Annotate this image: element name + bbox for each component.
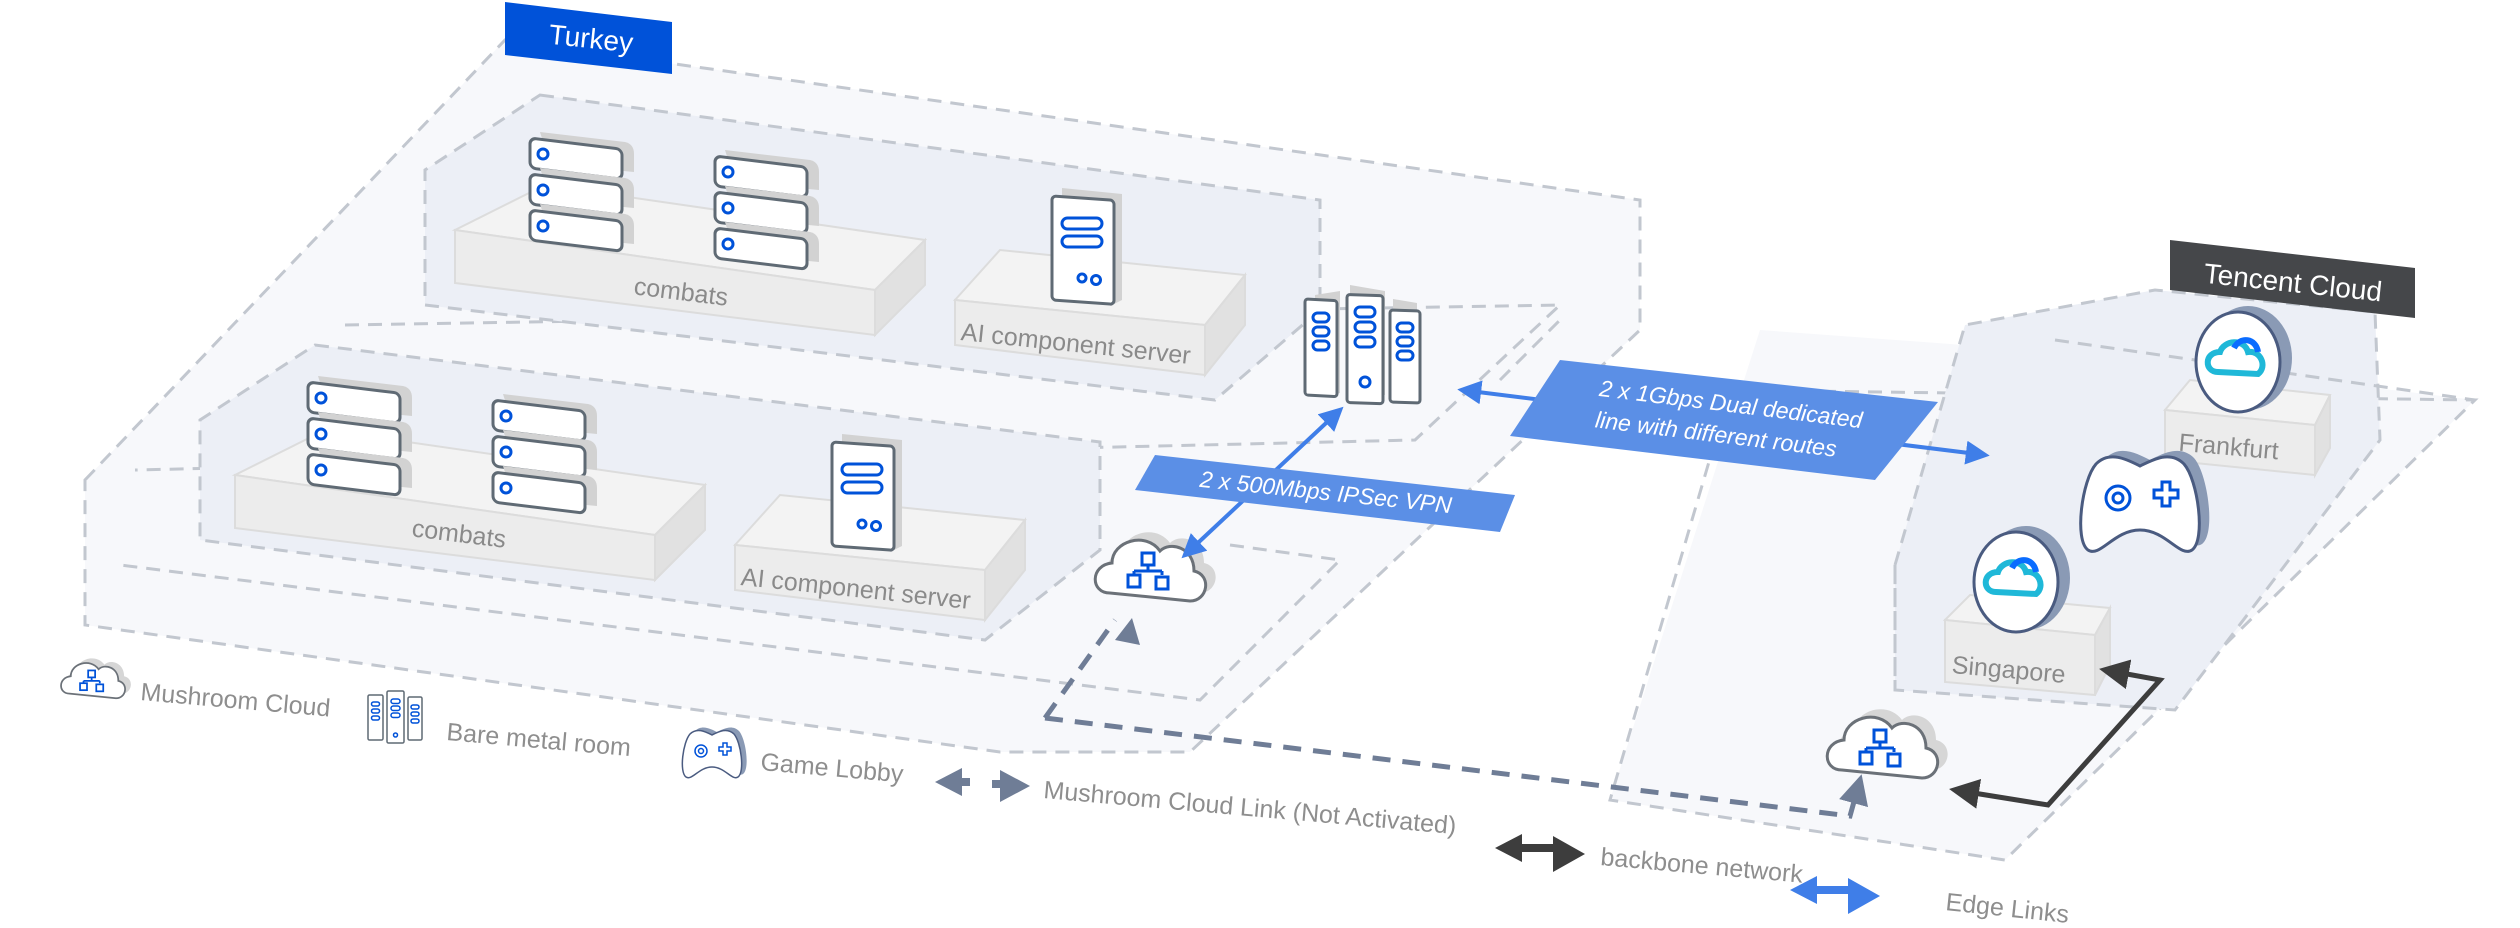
tencent-inner-border <box>1893 288 2382 712</box>
game-lobby-icon <box>681 726 748 779</box>
legend-item-mushroom-cloud-link: Mushroom Cloud Link (Not Activated) <box>935 768 1457 840</box>
room-1: combats AI component server <box>451 132 1247 378</box>
edge-arrow-icon <box>1790 876 1880 914</box>
bare-metal-room-icon <box>367 690 423 744</box>
legend-label: Mushroom Cloud <box>139 678 331 722</box>
ai-server-platform: AI component server <box>952 248 1247 378</box>
combats-rack-2 <box>493 394 597 513</box>
ai-server-icon <box>1050 186 1124 306</box>
legend-label: Edge Links <box>1944 888 2070 928</box>
dedicated-line-label: 2 x 1Gbps Dual dedicated line with diffe… <box>1510 360 1938 480</box>
backbone-arrow-icon <box>1495 834 1585 872</box>
legend-label: Game Lobby <box>759 748 905 788</box>
frankfurt-node: Frankfurt <box>2163 306 2332 479</box>
dashed-arrow-icon <box>935 768 1030 802</box>
legend-item-edge-links: Edge Links <box>1790 876 2070 928</box>
legend-label: Bare metal room <box>445 718 632 762</box>
bare-metal-room-icon <box>1303 285 1422 406</box>
backbone-link <box>1949 659 2165 809</box>
legend-label: Mushroom Cloud Link (Not Activated) <box>1042 776 1457 840</box>
room-1-border <box>423 93 1322 402</box>
room-2-border <box>198 343 1102 642</box>
mushroom-cloud-link <box>1042 618 1860 819</box>
legend-item-backbone: backbone network <box>1495 834 1805 889</box>
legend-label: backbone network <box>1599 843 1804 889</box>
ai-server-icon <box>830 432 904 552</box>
legend-item-game-lobby: Game Lobby <box>681 726 905 788</box>
mushroom-cloud-icon <box>60 657 132 700</box>
tencent-tag: Tencent Cloud <box>2170 240 2415 318</box>
combats-platform: combats <box>231 428 708 583</box>
combats-rack-1 <box>308 376 412 495</box>
turkey-tag: Turkey <box>505 2 672 74</box>
legend-item-mushroom-cloud: Mushroom Cloud <box>60 657 332 723</box>
mushroom-cloud-link-arrow <box>1115 618 1140 645</box>
combats-rack-1 <box>530 132 634 251</box>
legend-item-bare-metal-room: Bare metal room <box>367 690 632 762</box>
turkey-region-border <box>83 38 1642 754</box>
combats-rack-2 <box>715 150 819 269</box>
